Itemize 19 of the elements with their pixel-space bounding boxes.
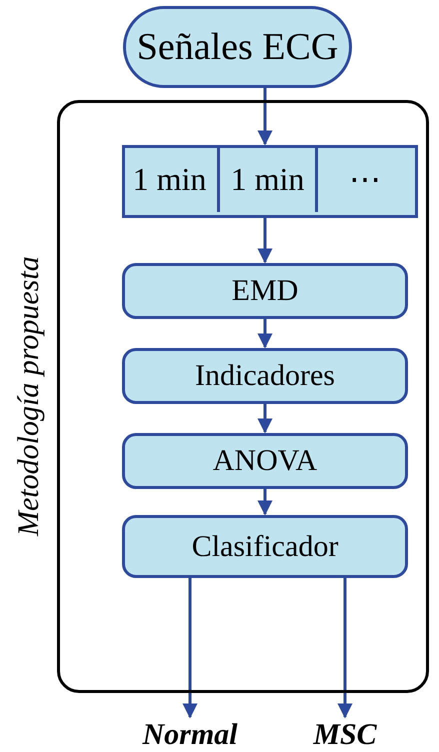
process-box: Clasificador [122,515,408,578]
arrow [258,88,272,146]
process-box: ANOVA [122,433,408,489]
segment-cell: 1 min [122,145,220,212]
process-box: Indicadores [122,348,408,404]
arrow [258,319,272,348]
vertical-label: Metodología propuesta [11,256,46,538]
arrow [258,218,272,264]
output-label: MSC [300,718,390,752]
arrow [258,404,272,434]
process-box: EMD [122,263,408,319]
output-label: Normal [140,718,240,752]
arrow [338,578,352,718]
arrow [258,489,272,516]
segment-row [122,145,418,218]
terminal-pill: Señales ECG [123,6,352,88]
segment-cell: 1 min [220,145,318,212]
segment-cell: ⋯ [318,145,412,212]
arrow [182,578,198,718]
